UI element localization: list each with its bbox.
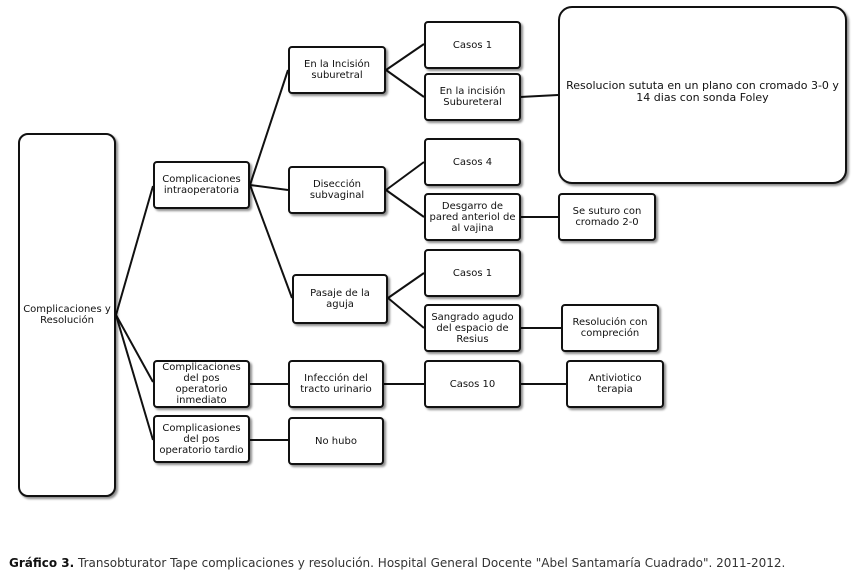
node-resolucion-antibiotico: Antiviotico terapia — [566, 360, 664, 408]
node-casos-1-pasaje: Casos 1 — [424, 249, 521, 297]
node-root: Complicaciones y Resolución — [18, 133, 116, 497]
node-resolucion-compresion: Resolución con compreción — [561, 304, 659, 352]
node-incision-suburetral: En la Incisión suburetral — [288, 46, 386, 94]
figure-caption: Gráfico 3. Transobturator Tape complicac… — [9, 556, 785, 570]
node-postop-inmediato: Complicaciones del pos operatorio inmedi… — [153, 360, 250, 408]
caption-text: Transobturator Tape complicaciones y res… — [74, 556, 786, 570]
node-intraoperatoria: Complicaciones intraoperatoria — [153, 161, 250, 209]
node-casos-10: Casos 10 — [424, 360, 521, 408]
caption-label: Gráfico 3. — [9, 556, 75, 570]
node-diseccion-subvaginal: Disección subvaginal — [288, 166, 386, 214]
node-desgarro: Desgarro de pared anteriol de al vajina — [424, 193, 521, 241]
node-incision-subureteral: En la incisión Subureteral — [424, 73, 521, 121]
node-no-hubo: No hubo — [288, 417, 384, 465]
node-resolucion-sutura-cromado: Se suturo con cromado 2-0 — [558, 193, 656, 241]
node-casos-4: Casos 4 — [424, 138, 521, 186]
node-infeccion: Infección del tracto urinario — [288, 360, 384, 408]
node-pasaje-aguja: Pasaje de la aguja — [292, 274, 388, 324]
node-sangrado: Sangrado agudo del espacio de Resius — [424, 304, 521, 352]
node-postop-tardio: Complicasiones del pos operatorio tardio — [153, 415, 250, 463]
node-resolucion-sutura-foley: Resolucion sututa en un plano con cromad… — [558, 6, 847, 184]
node-casos-1-incision: Casos 1 — [424, 21, 521, 69]
